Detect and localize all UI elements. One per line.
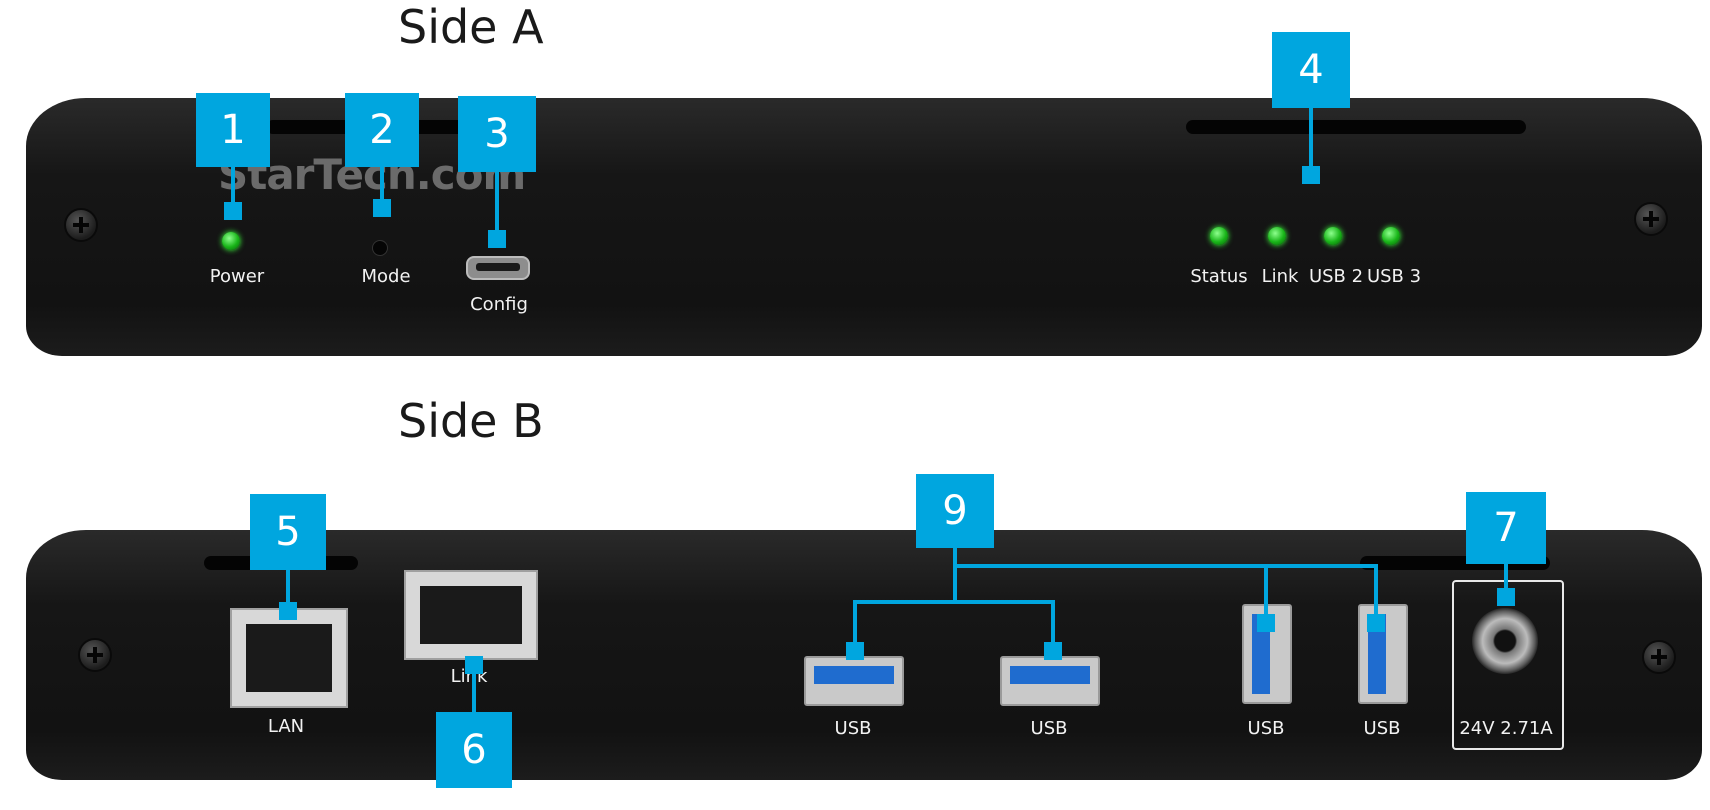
side-a-device [26,98,1702,356]
callout-anchor [1497,588,1515,606]
power-rating-label: 24V 2.71A [1459,718,1553,739]
callout-leader [495,172,499,234]
usb2-led [1324,227,1342,245]
callout-leader [1374,564,1378,620]
power-jack[interactable] [1472,608,1538,674]
config-port[interactable] [466,256,530,280]
callout-7: 7 [1466,492,1546,564]
power-input-box [1452,580,1564,750]
usb-label: USB [1247,718,1285,739]
callout-anchor [1302,166,1320,184]
callout-leader [853,600,857,652]
lan-port[interactable] [230,608,348,708]
power-led [222,232,240,250]
side-b-heading: Side B [398,394,544,448]
callout-2: 2 [345,93,419,167]
usb-port[interactable] [804,656,904,706]
link-port[interactable] [404,570,538,660]
callout-6: 6 [436,712,512,788]
vent-slot [1186,120,1526,134]
callout-leader [380,167,384,207]
screw-icon [1634,202,1668,236]
usb-label: USB [834,718,872,739]
screw-icon [78,638,112,672]
callout-anchor [279,602,297,620]
usb-label: USB [1030,718,1068,739]
callout-4: 4 [1272,32,1350,108]
callout-anchor [1257,614,1275,632]
callout-leader [1264,564,1268,620]
mode-button[interactable] [372,240,388,256]
power-label: Power [209,266,265,287]
link-led [1268,227,1286,245]
callout-anchor [1044,642,1062,660]
usb3-led [1382,227,1400,245]
usb-label: USB [1363,718,1401,739]
callout-anchor [488,230,506,248]
callout-leader [853,600,1055,604]
callout-3: 3 [458,96,536,172]
callout-anchor [373,199,391,217]
callout-anchor [846,642,864,660]
callout-5: 5 [250,494,326,570]
callout-anchor [465,656,483,674]
lan-label: LAN [267,716,305,737]
usb-port[interactable] [1000,656,1100,706]
callout-9: 9 [916,474,994,548]
callout-leader [1309,108,1313,176]
config-label: Config [470,294,528,315]
callout-leader [953,564,1377,568]
callout-leader [1504,564,1508,596]
status-led [1210,227,1228,245]
screw-icon [1642,640,1676,674]
status-label: Status [1190,266,1248,287]
usb2-label: USB 2 [1308,266,1364,287]
callout-leader [472,660,476,712]
screw-icon [64,208,98,242]
callout-leader [1051,600,1055,652]
callout-leader [231,167,235,207]
usb-port[interactable] [1358,604,1408,704]
callout-anchor [224,202,242,220]
callout-1: 1 [196,93,270,167]
callout-anchor [1367,614,1385,632]
callout-leader [286,570,290,610]
callout-leader [953,548,957,604]
usb3-label: USB 3 [1366,266,1422,287]
mode-label: Mode [361,266,411,287]
side-a-heading: Side A [398,0,544,54]
link-label: Link [1261,266,1299,287]
